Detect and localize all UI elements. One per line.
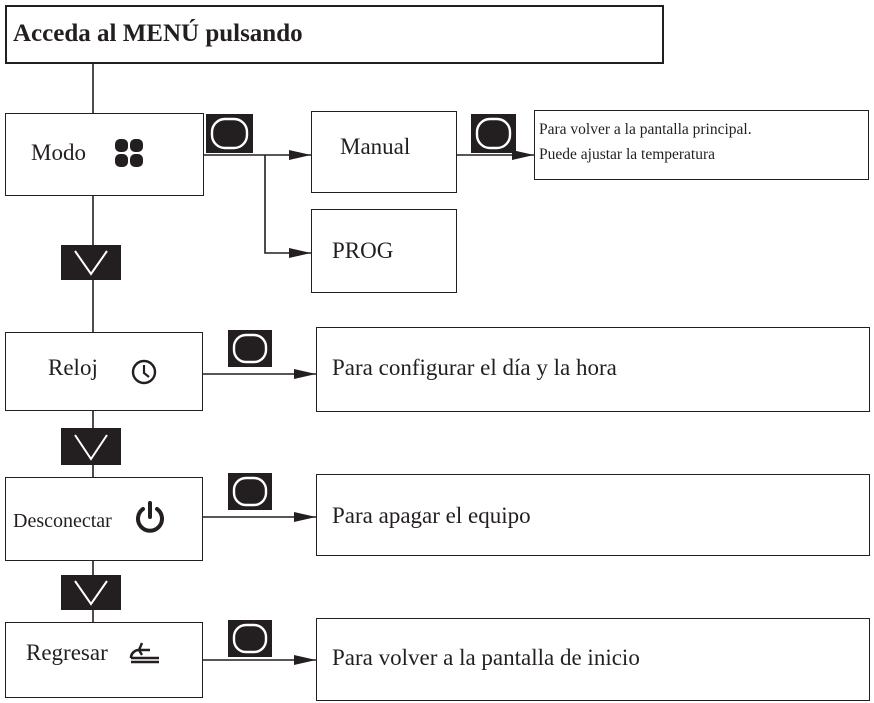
off-description: Para apagar el equipo xyxy=(332,503,531,528)
menu-item-mode[interactable] xyxy=(5,113,204,196)
header-title: Acceda al MENÚ pulsando xyxy=(13,20,303,47)
arrow-mode-prog xyxy=(264,155,311,258)
rounded-square-button-icon xyxy=(228,473,272,510)
clock-icon xyxy=(131,359,157,385)
menu-item-off[interactable] xyxy=(5,477,203,561)
menu-item-mode-label: Modo xyxy=(31,140,86,165)
menu-item-clock[interactable] xyxy=(5,332,203,411)
down-chevron-icon xyxy=(61,575,121,610)
rounded-square-button-icon xyxy=(228,620,272,657)
manual-description-line2: Puede ajustar la temperatura xyxy=(539,146,716,163)
menu-item-back-label: Regresar xyxy=(26,640,108,665)
menu-item-clock-label: Reloj xyxy=(48,355,98,380)
menu-item-off-label: Desconectar xyxy=(13,510,112,532)
mode-option-manual[interactable]: Manual xyxy=(311,111,457,193)
power-icon xyxy=(136,501,164,533)
mode-option-prog-label: PROG xyxy=(332,238,394,263)
mode-option-prog[interactable]: PROG xyxy=(311,209,457,293)
down-chevron-icon xyxy=(61,428,121,465)
clock-description: Para configurar el día y la hora xyxy=(332,355,617,380)
four-petal-mode-icon xyxy=(115,139,143,167)
clock-description-box: Para configurar el día y la hora xyxy=(316,327,870,412)
return-arrow-icon xyxy=(129,642,159,664)
rounded-square-button-icon xyxy=(228,330,272,367)
off-description-box: Para apagar el equipo xyxy=(316,474,870,556)
rounded-square-button-icon xyxy=(206,114,253,153)
header-box: Acceda al MENÚ pulsando xyxy=(5,5,664,64)
rounded-square-button-icon xyxy=(471,114,516,153)
back-description-box: Para volver a la pantalla de inicio xyxy=(316,618,870,701)
manual-description-box: Para volver a la pantalla principal. Pue… xyxy=(534,110,869,180)
back-description: Para volver a la pantalla de inicio xyxy=(332,645,640,670)
mode-option-manual-label: Manual xyxy=(340,134,411,159)
down-chevron-icon xyxy=(61,245,121,280)
menu-item-back[interactable] xyxy=(5,622,203,698)
manual-description-line1: Para volver a la pantalla principal. xyxy=(539,121,752,138)
